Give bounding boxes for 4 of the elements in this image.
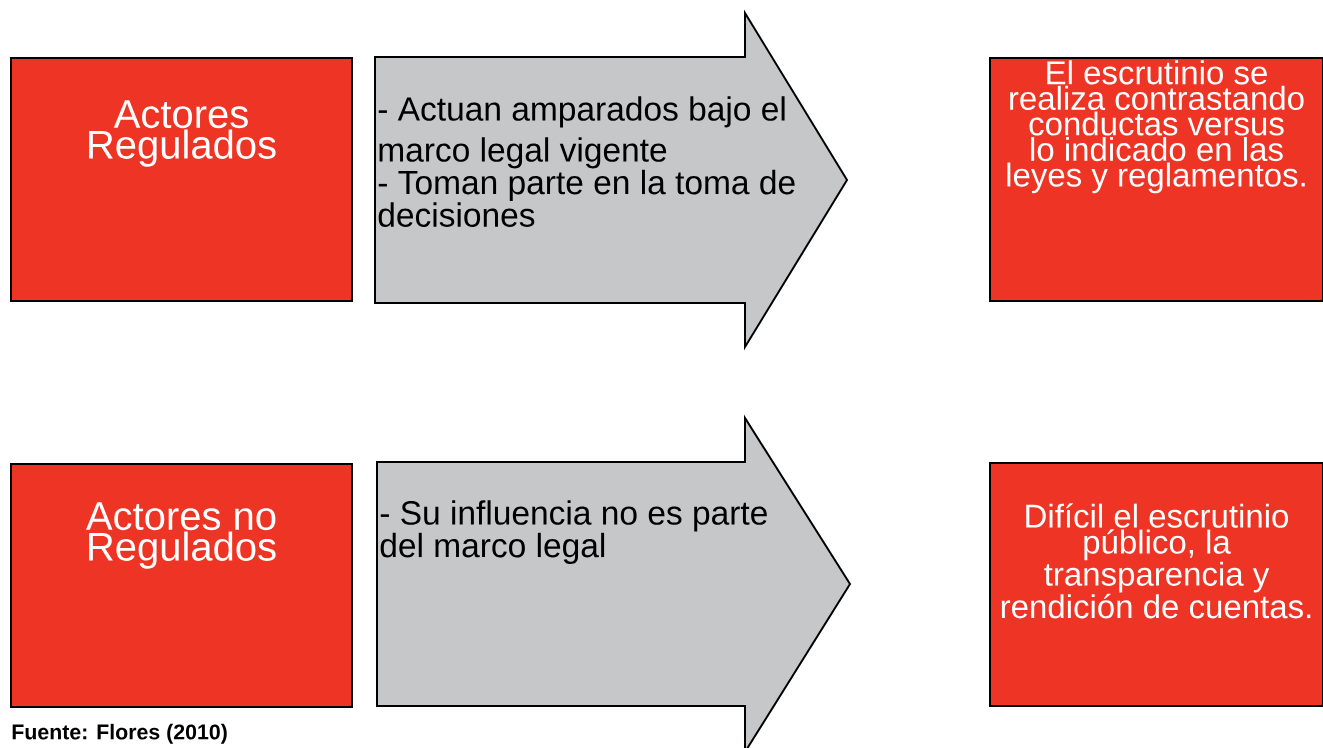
process-box: Difícil el escrutinio público, la transparencia y rendición de cuentas. — [989, 462, 1323, 707]
process-box: Actores Regulados — [10, 57, 353, 302]
process-box: Actores no Regulados — [10, 463, 353, 708]
process-box: El escrutinio se realiza contrastando conductas versus lo indicado en las leyes y reglamentos. — [989, 57, 1323, 302]
